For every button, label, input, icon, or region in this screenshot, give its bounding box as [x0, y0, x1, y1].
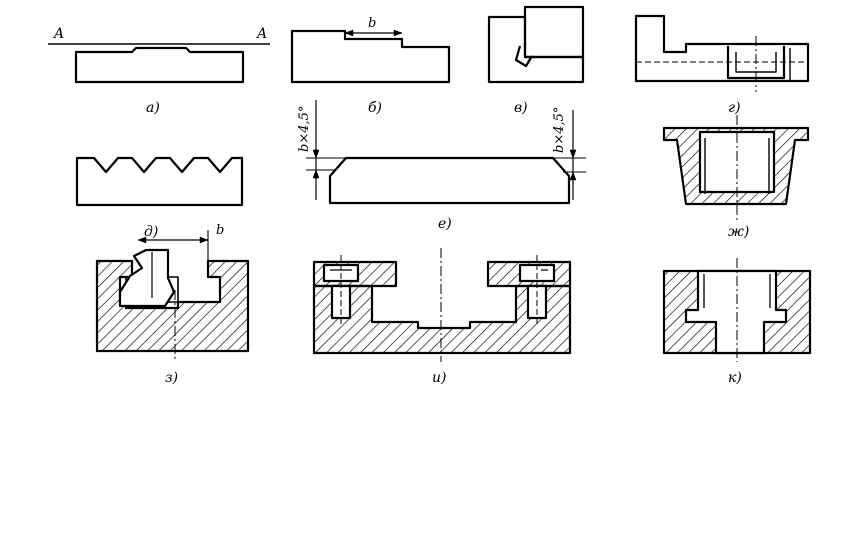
panel-b-part — [290, 29, 451, 84]
panel-e-left-label: b×4,5° — [297, 106, 312, 152]
panel-a-label-right: A — [255, 26, 267, 42]
labels: A A а) b б) в) г) д) b×4,5° b×4,5° е) ж)… — [52, 16, 749, 386]
panel-a-caption: а) — [146, 100, 160, 116]
panel-i-caption: и) — [432, 370, 446, 386]
panel-z-drawing — [95, 230, 250, 362]
panel-d-caption: д) — [144, 224, 158, 240]
panel-g-caption: г) — [728, 100, 741, 116]
panel-a-part — [74, 46, 245, 84]
panel-k-bore-walls — [703, 274, 771, 308]
panel-v-base — [487, 15, 585, 84]
panel-b-caption: б) — [368, 100, 382, 116]
panel-z-caption: з) — [165, 370, 178, 386]
panel-i-base — [312, 284, 572, 355]
panel-a-label-left: A — [52, 26, 64, 42]
panel-e-drawing — [306, 100, 586, 205]
panel-z-dimension-arrows — [137, 236, 209, 244]
panel-d-part — [75, 156, 244, 207]
panel-d-drawing — [75, 156, 244, 207]
panel-zh-caption: ж) — [728, 224, 749, 240]
panel-v-caption: в) — [514, 100, 528, 116]
panel-zh-walls — [704, 138, 770, 194]
panel-a-drawing — [48, 43, 270, 84]
panel-b-drawing — [290, 29, 451, 84]
panel-z-cutter — [118, 248, 176, 308]
panel-k-drawing — [662, 258, 812, 362]
panel-zh-cavity — [698, 130, 776, 194]
panel-b-dimension-label: b — [368, 16, 376, 31]
panel-i-drawing — [312, 248, 572, 362]
panel-e-left-arrows — [312, 149, 320, 179]
panel-zh-drawing — [662, 115, 810, 222]
panel-b-dimension-arrows — [344, 29, 403, 37]
panel-z-dimension-label: b — [216, 223, 224, 238]
panel-e-part — [328, 156, 571, 205]
panel-v-tool — [523, 5, 585, 59]
panel-k-caption: к) — [728, 370, 742, 386]
panel-e-caption: е) — [438, 216, 452, 232]
panel-e-right-arrows — [569, 149, 577, 181]
panel-g-drawing — [634, 14, 810, 92]
panel-g-part — [634, 14, 810, 83]
panel-k-bore — [684, 269, 788, 355]
panel-v-drawing — [487, 5, 585, 84]
panel-e-right-label: b×4,5° — [552, 107, 567, 153]
panel-v-cutter — [514, 45, 533, 68]
